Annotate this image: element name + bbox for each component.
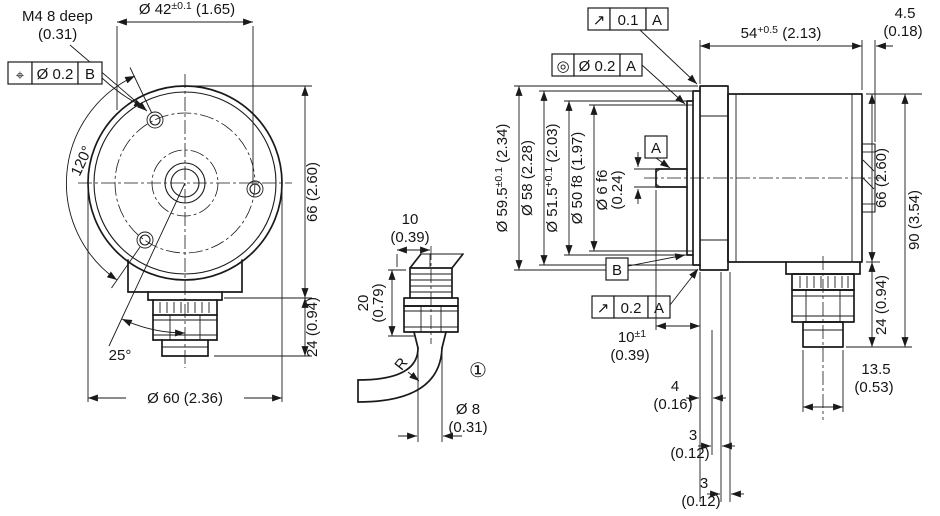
dim-cable-10-label: 10	[402, 211, 419, 228]
dim-bolt-circle-label: Ø 42±0.1 (1.65)	[139, 0, 235, 18]
thread-note: M4 8 deep	[22, 8, 93, 25]
gdt-concentricity-symbol: ◎	[556, 58, 569, 75]
dim-4-5: 4.5 (0.18)	[874, 5, 923, 142]
gdt-runout-collar-value: 0.2	[621, 300, 642, 317]
gdt-runout-collar-frame: ↗ 0.2 A	[591, 268, 699, 319]
cable-view: 10 (0.39) 20 (0.79) R ① Ø 8 (0.31	[355, 211, 488, 442]
dim-cable-20-label: 20	[355, 295, 372, 312]
dim-front-24: 24 (0.94)	[214, 297, 321, 357]
dim-bolt-circle: Ø 42±0.1 (1.65)	[116, 0, 254, 184]
dim-54-label: 54+0.5 (2.13)	[741, 24, 822, 42]
dim-cable-8-inch: (0.31)	[448, 419, 487, 436]
dim-side-24-label: 24 (0.94)	[873, 275, 890, 335]
gdt-runout-face-value: 0.1	[618, 12, 639, 29]
dim-offset-3b-label: 3	[700, 475, 708, 492]
offset-extension-lines	[699, 272, 731, 502]
dim-side-66: 66 (2.60)	[866, 93, 922, 263]
dim-cable-10: 10 (0.39)	[390, 211, 431, 267]
dim-offset-3a-inch: (0.12)	[670, 445, 709, 462]
dim-shaft-length-label: 10±1	[618, 328, 646, 346]
dim-side-24: 24 (0.94)	[846, 262, 912, 348]
dim-front-60-label: Ø 60 (2.36)	[147, 390, 223, 407]
gdt-runout-collar-datum: A	[654, 300, 664, 317]
dim-offset-3b-inch: (0.12)	[681, 493, 720, 510]
dim-offset-4: 4 (0.16)	[653, 378, 726, 413]
gdt-runout-face-frame: ↗ 0.1 A	[587, 7, 698, 85]
dim-offset-3a: 3 (0.12)	[670, 427, 735, 462]
dim-cable-8: Ø 8 (0.31)	[398, 352, 488, 442]
dim-offset-3b: 3 (0.12)	[681, 475, 744, 510]
dim-front-24-label: 24 (0.94)	[304, 297, 321, 357]
dim-offset-4-inch: (0.16)	[653, 396, 692, 413]
dim-dia-collar: Ø 51.5+0.1 (2.03)	[543, 100, 688, 256]
gdt-concentricity-frame: ◎ Ø 0.2 A	[551, 53, 686, 105]
front-view: M4 8 deep (0.31) ⌖ Ø 0.2 B Ø 42±0.1 (1.6…	[7, 0, 321, 407]
dim-cable-20: 20 (0.79)	[355, 269, 414, 337]
datum-a-label: A	[651, 140, 661, 157]
gdt-position-datum: B	[85, 66, 95, 83]
gdt-concentricity-datum: A	[626, 58, 636, 75]
dim-front-66: 66 (2.60)	[192, 85, 321, 299]
dim-dia-flange: Ø 59.5±0.1 (2.34)	[493, 85, 698, 271]
dim-dia-flange-label: Ø 59.5±0.1 (2.34)	[493, 124, 511, 233]
dim-front-66-label: 66 (2.60)	[304, 162, 321, 222]
datum-b-flag: B	[605, 253, 686, 281]
gdt-runout-collar-symbol: ↗	[597, 300, 610, 317]
dim-dia-shaft-inch: (0.24)	[609, 170, 626, 209]
dim-dia-58: Ø 58 (2.28)	[519, 90, 694, 266]
gdt-runout-face-datum: A	[652, 12, 662, 29]
side-connector-outline	[785, 261, 861, 348]
dim-side-90: 90 (3.54)	[901, 94, 923, 347]
side-view: ↗ 0.1 A ◎ Ø 0.2 A 54+0.5 (2.13) 4.5 (	[493, 5, 923, 510]
dim-dia-fit-label: Ø 50 f8 (1.97)	[569, 132, 586, 225]
dim-dia-shaft: Ø 6 f6 (0.24)	[594, 152, 656, 210]
bend-radius-label: R	[391, 355, 411, 374]
front-mounting-holes	[111, 67, 264, 289]
datum-b-label: B	[612, 262, 622, 279]
dim-side-66-label: 66 (2.60)	[873, 148, 890, 208]
dim-54: 54+0.5 (2.13)	[699, 24, 863, 90]
dim-dia-fit: Ø 50 f8 (1.97)	[569, 104, 688, 252]
gdt-position-symbol: ⌖	[16, 67, 25, 84]
bend-radius: R	[391, 355, 420, 382]
cable-connector-outline	[357, 253, 464, 403]
dim-cable-20-inch: (0.79)	[370, 283, 387, 322]
gdt-position-value: Ø 0.2	[37, 66, 74, 83]
dim-cable-10-inch: (0.39)	[390, 229, 429, 246]
dim-cable-8-label: Ø 8	[456, 401, 480, 418]
dim-angle-25: 25°	[108, 182, 186, 364]
dim-shaft-length: 10±1 (0.39)	[610, 190, 700, 364]
dim-13-5-label: 13.5	[861, 361, 890, 378]
dim-4-5-inch: (0.18)	[883, 23, 922, 40]
gdt-concentricity-value: Ø 0.2	[579, 58, 616, 75]
dim-4-5-label: 4.5	[895, 5, 916, 22]
gdt-position-frame: ⌖ Ø 0.2 B	[7, 61, 145, 108]
dim-13-5: 13.5 (0.53)	[802, 350, 894, 412]
gdt-runout-face-symbol: ↗	[593, 12, 606, 29]
dim-dia-58-label: Ø 58 (2.28)	[519, 140, 536, 216]
dim-dia-shaft-label: Ø 6 f6	[594, 170, 611, 211]
callout-1: ①	[469, 360, 487, 382]
dim-shaft-length-inch: (0.39)	[610, 347, 649, 364]
dim-dia-collar-label: Ø 51.5+0.1 (2.03)	[543, 123, 561, 232]
front-centerlines	[78, 74, 292, 368]
thread-note-inch: (0.31)	[38, 26, 77, 43]
dim-13-5-inch: (0.53)	[854, 379, 893, 396]
dim-side-90-label: 90 (3.54)	[906, 190, 923, 250]
dim-front-60: Ø 60 (2.36)	[87, 188, 283, 407]
dim-offset-4-label: 4	[671, 378, 679, 395]
dim-angle-25-label: 25°	[109, 347, 132, 364]
datum-a-flag: A	[644, 135, 671, 169]
dim-offset-3a-label: 3	[689, 427, 697, 444]
